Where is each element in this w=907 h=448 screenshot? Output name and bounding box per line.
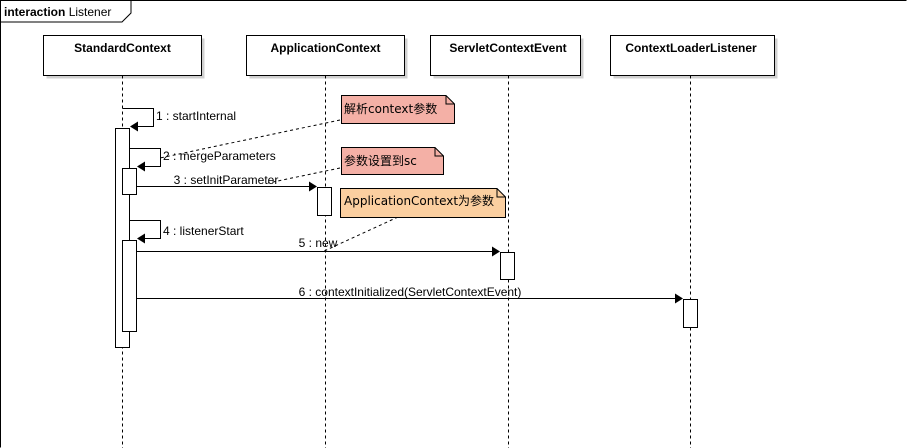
participant-label: ApplicationContext	[271, 41, 381, 55]
participant-label: ContextLoaderListener	[625, 41, 757, 55]
message-listener-start[interactable]: 4 : listenerStart	[129, 220, 245, 244]
note-box	[340, 188, 506, 218]
frame-label: interaction Listener	[4, 5, 111, 19]
frame-name: Listener	[69, 5, 112, 19]
arrowhead	[675, 293, 683, 304]
note-fold	[445, 95, 455, 105]
message-merge-parameters[interactable]: 2 : mergeParameters	[129, 148, 276, 172]
message-label: 5 : new	[299, 236, 338, 250]
message-start-internal[interactable]: 1 : startInternal	[122, 108, 237, 132]
message-label: 6 : contextInitialized(ServletContextEve…	[299, 285, 522, 299]
message-label: 1 : startInternal	[156, 109, 236, 123]
activation-listener-start	[122, 240, 137, 332]
note-application-context-param[interactable]: ApplicationContext为参数	[340, 188, 506, 218]
note-text: 解析context参数	[344, 101, 437, 116]
message-label: 4 : listenerStart	[163, 224, 244, 238]
participant-context-loader-listener[interactable]: ContextLoaderListener	[610, 35, 778, 448]
arrowhead	[130, 121, 138, 132]
arrowhead	[137, 233, 145, 244]
note-box	[341, 95, 455, 124]
arrowhead	[492, 246, 500, 257]
activation-context-loader-listener	[683, 299, 698, 328]
message-set-init-parameter[interactable]: 3 : setInitParameter	[136, 173, 318, 192]
frame-tab	[0, 0, 132, 23]
note-box	[341, 147, 444, 175]
participant-servlet-context-event[interactable]: ServletContextEvent	[430, 35, 584, 448]
message-label: 2 : mergeParameters	[163, 149, 276, 163]
participant-label: ServletContextEvent	[449, 41, 566, 55]
note-fold	[434, 147, 444, 157]
note-anchor-1	[159, 119, 341, 159]
participant-label: StandardContext	[74, 41, 171, 55]
message-new[interactable]: 5 : new	[136, 236, 501, 257]
participant-application-context[interactable]: ApplicationContext	[246, 35, 408, 448]
note-params-to-sc[interactable]: 参数设置到sc	[341, 147, 444, 175]
note-fold	[496, 188, 506, 198]
arrowhead	[137, 161, 145, 172]
message-context-initialized[interactable]: 6 : contextInitialized(ServletContextEve…	[136, 285, 684, 304]
activation-application-context	[317, 187, 332, 216]
message-label: 3 : setInitParameter	[174, 173, 279, 187]
activation-servlet-context-event	[500, 252, 515, 280]
note-text: ApplicationContext为参数	[344, 193, 494, 208]
activation-merge-parameters	[122, 168, 137, 195]
note-parse-context[interactable]: 解析context参数	[341, 95, 455, 124]
note-anchor-2	[267, 167, 341, 184]
note-anchor-3	[321, 216, 399, 253]
arrowhead	[309, 181, 317, 192]
note-text: 参数设置到sc	[344, 153, 417, 168]
frame-keyword: interaction	[4, 5, 65, 19]
